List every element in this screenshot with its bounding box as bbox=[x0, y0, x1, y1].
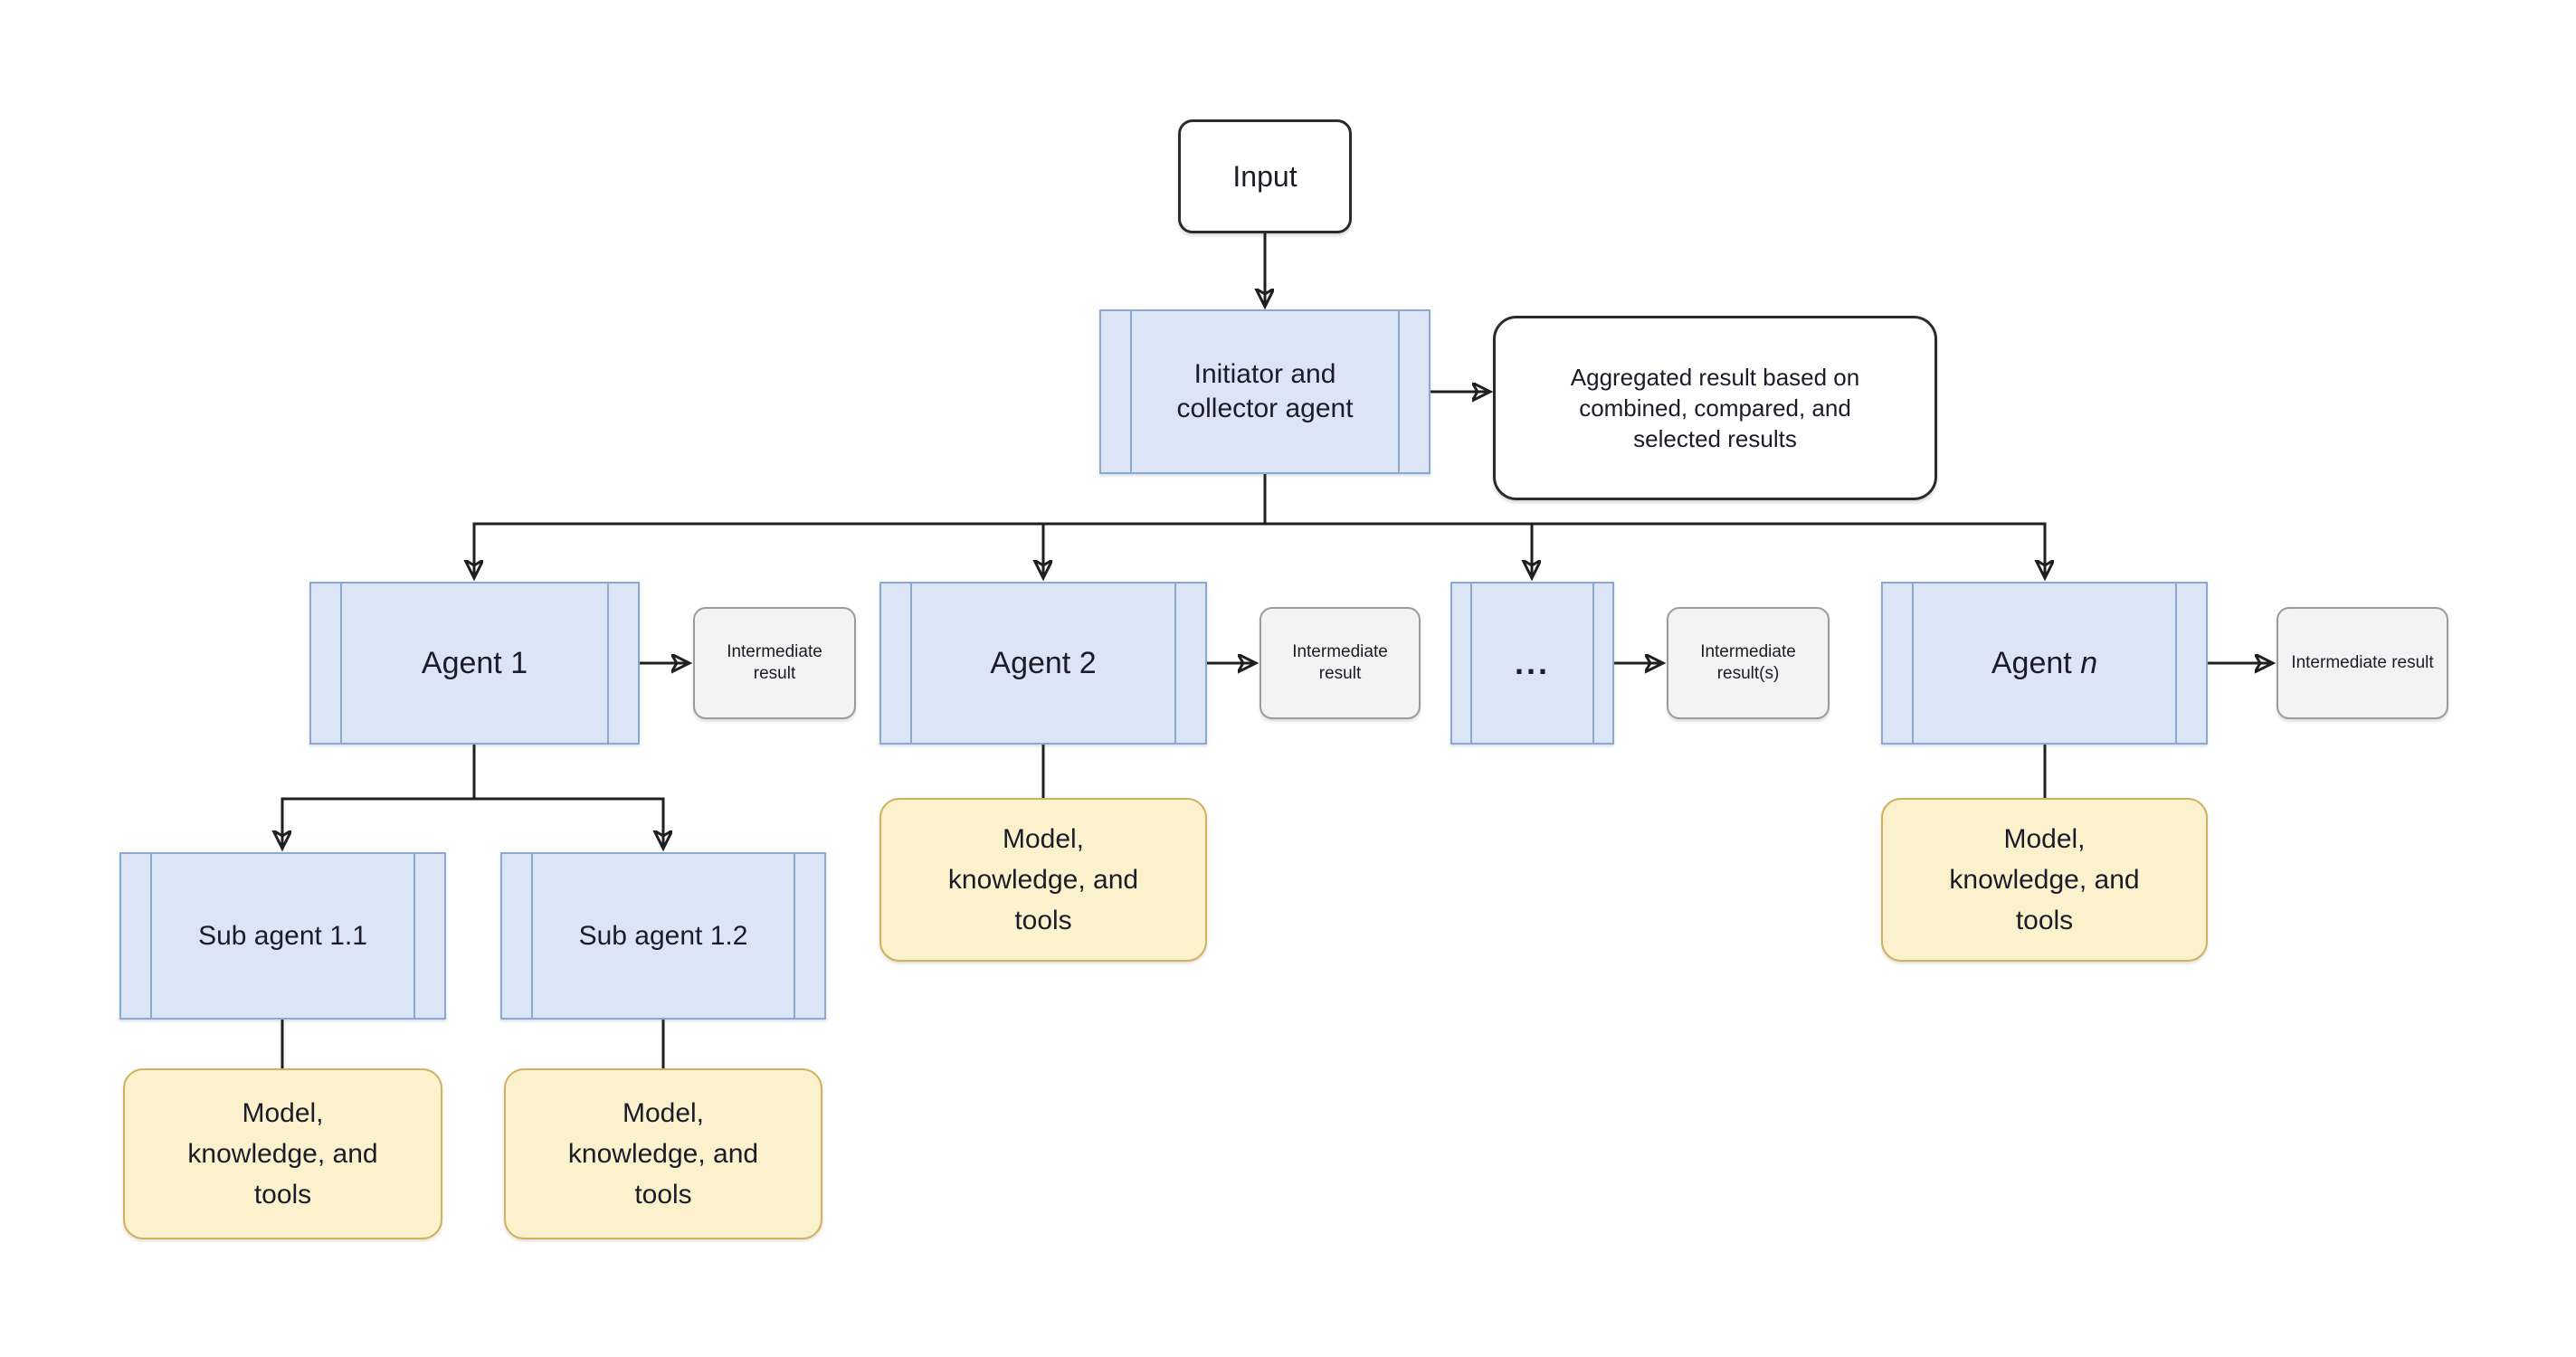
node-sub-agent-1-2: Sub agent 1.2 bbox=[500, 852, 826, 1020]
node-initiator-label: Initiator and collector agent bbox=[1176, 359, 1354, 423]
intermediate-result-label: Intermediate result bbox=[1292, 642, 1388, 683]
node-aggregated-result: Aggregated result based on combined, com… bbox=[1493, 316, 1937, 500]
agent-side-bar bbox=[340, 584, 342, 743]
node-input: Input bbox=[1178, 119, 1352, 233]
agent-side-bar bbox=[1398, 311, 1400, 472]
intermediate-result-label: Intermediate result bbox=[727, 642, 822, 683]
intermediate-results-label: Intermediate result(s) bbox=[1700, 642, 1796, 683]
node-intermediate-result-1: Intermediate result bbox=[693, 607, 856, 719]
node-sub-agent-1-1: Sub agent 1.1 bbox=[119, 852, 446, 1020]
node-tools-sub-agent-1-1: Model, knowledge, and tools bbox=[123, 1068, 442, 1239]
node-agent-1: Agent 1 bbox=[309, 582, 640, 745]
node-agent-ellipsis: ... bbox=[1450, 582, 1614, 745]
agent-side-bar bbox=[413, 854, 415, 1018]
node-initiator-collector-agent: Initiator and collector agent bbox=[1099, 309, 1431, 474]
agent-side-bar bbox=[1174, 584, 1176, 743]
tools-label: Model, knowledge, and tools bbox=[187, 1098, 378, 1210]
node-tools-agent-n: Model, knowledge, and tools bbox=[1881, 798, 2208, 962]
node-intermediate-results: Intermediate result(s) bbox=[1667, 607, 1830, 719]
node-sub-agent-1-2-label: Sub agent 1.2 bbox=[578, 920, 748, 951]
agent-side-bar bbox=[794, 854, 795, 1018]
agent-side-bar bbox=[1130, 311, 1132, 472]
agent-n-suffix: n bbox=[2080, 646, 2098, 680]
node-intermediate-result-2: Intermediate result bbox=[1259, 607, 1421, 719]
node-aggregated-result-label: Aggregated result based on combined, com… bbox=[1570, 364, 1860, 452]
tools-label: Model, knowledge, and tools bbox=[947, 824, 1139, 935]
tools-label: Model, knowledge, and tools bbox=[1949, 824, 2140, 935]
node-agent-n-label: Agent n bbox=[1948, 644, 2141, 682]
intermediate-result-label: Intermediate result bbox=[2291, 653, 2434, 672]
node-agent-1-label: Agent 1 bbox=[421, 646, 528, 680]
node-agent-ellipsis-label: ... bbox=[1514, 644, 1550, 681]
agent-side-bar bbox=[1470, 584, 1472, 743]
agent-side-bar bbox=[1592, 584, 1594, 743]
agent-side-bar bbox=[607, 584, 609, 743]
agent-side-bar bbox=[2175, 584, 2177, 743]
tools-label: Model, knowledge, and tools bbox=[567, 1098, 759, 1210]
node-tools-sub-agent-1-2: Model, knowledge, and tools bbox=[504, 1068, 822, 1239]
node-intermediate-result-n: Intermediate result bbox=[2277, 607, 2448, 719]
agent-side-bar bbox=[910, 584, 912, 743]
agent-side-bar bbox=[150, 854, 152, 1018]
agent-side-bar bbox=[1912, 584, 1914, 743]
agent-n-prefix: Agent bbox=[1991, 646, 2081, 680]
node-tools-agent-2: Model, knowledge, and tools bbox=[879, 798, 1207, 962]
node-input-label: Input bbox=[1232, 159, 1298, 193]
node-agent-2-label: Agent 2 bbox=[990, 646, 1097, 680]
agent-side-bar bbox=[531, 854, 533, 1018]
node-agent-n: Agent n bbox=[1881, 582, 2208, 745]
node-sub-agent-1-1-label: Sub agent 1.1 bbox=[198, 920, 367, 951]
node-agent-2: Agent 2 bbox=[879, 582, 1207, 745]
